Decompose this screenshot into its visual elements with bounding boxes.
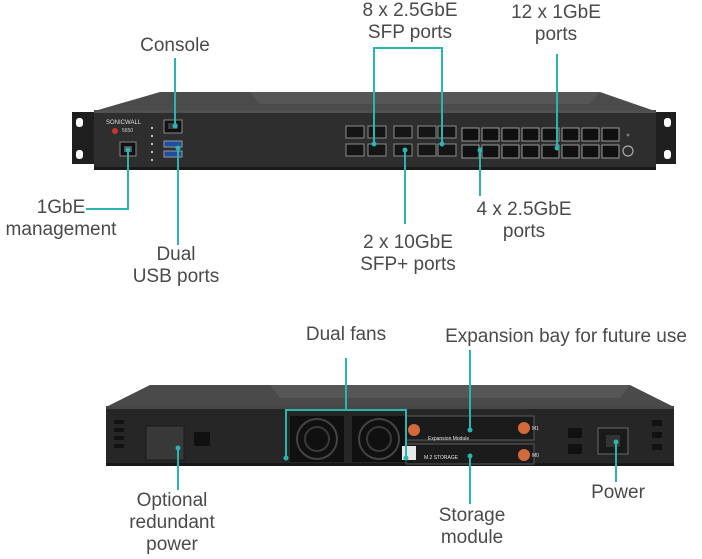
label-4x-2-5gbe: 4 x 2.5GbE ports [476, 199, 572, 242]
expansion-screw-right-icon [518, 422, 530, 434]
fan-left [290, 416, 344, 462]
label-dual-fans: Dual fans [305, 324, 387, 345]
fan-right [352, 416, 406, 462]
label-dual-usb: Dual USB ports [132, 244, 220, 287]
svg-text:M.2 STORAGE: M.2 STORAGE [424, 455, 459, 461]
brand-logo: SONICWALL [106, 120, 142, 126]
label-power: Power [591, 482, 645, 503]
label-1gbe-management: 1GbE management [5, 197, 117, 240]
usb-port-1 [163, 140, 183, 148]
model-number: 5650 [122, 128, 133, 134]
storage-screw-icon [518, 449, 530, 461]
rj45-ports [461, 127, 620, 159]
usb-port-2 [163, 150, 183, 158]
brand-emblem-icon [112, 128, 118, 134]
label-12x-1gbe: 12 x 1GbE ports [511, 2, 601, 45]
expansion-screw-left-icon [408, 424, 420, 436]
label-storage-module: Storage module [438, 505, 506, 548]
power-button-icon [622, 145, 634, 157]
label-optional-redundant-power: Optional redundant power [129, 490, 215, 555]
label-sfp-2-5gbe: 8 x 2.5GbE SFP ports [362, 0, 458, 43]
label-2x-10gbe: 2 x 10GbE SFP+ ports [360, 232, 456, 275]
svg-text:M1: M1 [532, 426, 539, 432]
label-expansion-bay: Expansion bay for future use [445, 326, 687, 347]
label-console: Console [140, 35, 210, 56]
vents-right [568, 420, 662, 454]
sfp-cages [345, 125, 457, 157]
vents-left [114, 420, 124, 448]
svg-text:Expansion Module: Expansion Module [428, 436, 469, 442]
svg-text:M0: M0 [532, 453, 539, 459]
